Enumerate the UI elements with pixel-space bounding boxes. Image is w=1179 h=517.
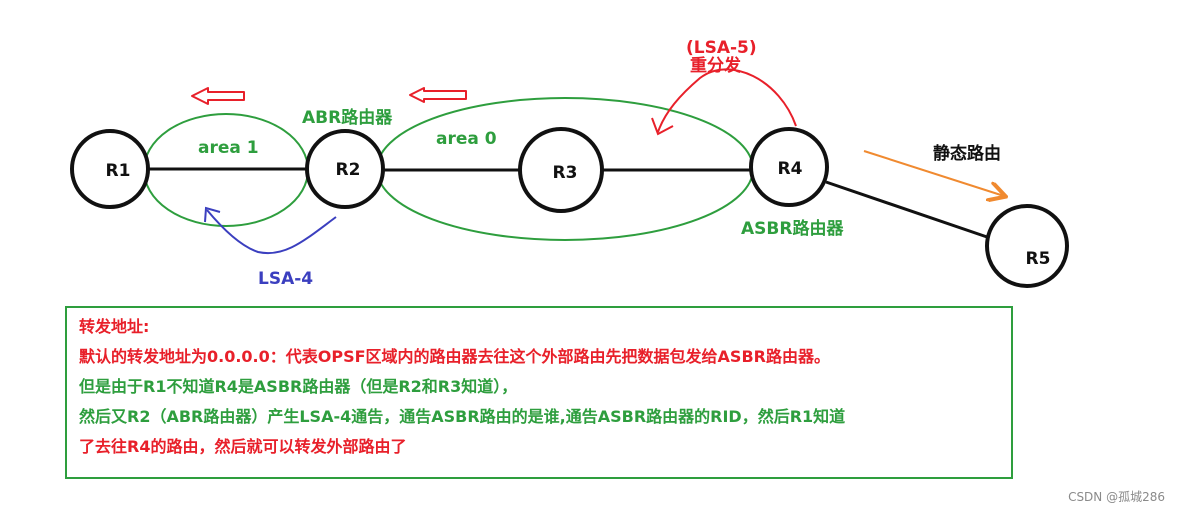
router-r5: R5 bbox=[985, 204, 1069, 288]
router-r2: R2 bbox=[305, 129, 385, 209]
area-1-label: area 1 bbox=[198, 138, 259, 158]
router-r1: R1 bbox=[70, 129, 150, 209]
router-r2-label: R2 bbox=[336, 160, 361, 180]
note-line: 但是由于R1不知道R4是ASBR路由器（但是R2和R3知道）， bbox=[79, 377, 518, 396]
forwarding-address-note: 转发地址: 默认的转发地址为0.0.0.0：代表OPSF区域内的路由器去往这个外… bbox=[65, 306, 1013, 479]
static-route-label: 静态路由 bbox=[933, 143, 1001, 164]
lsa5-arrowhead-icon bbox=[651, 117, 674, 136]
lsa4-arrowhead-icon bbox=[204, 206, 221, 223]
asbr-label: ASBR路由器 bbox=[741, 218, 844, 239]
red-left-arrow-icon bbox=[409, 87, 467, 103]
lsa4-label: LSA-4 bbox=[258, 269, 313, 289]
router-r3-label: R3 bbox=[553, 163, 578, 183]
link-r4-r5 bbox=[825, 180, 991, 240]
abr-label: ABR路由器 bbox=[302, 107, 393, 128]
lsa5-curved-arrow bbox=[657, 68, 797, 133]
watermark: CSDN @孤城286 bbox=[1068, 490, 1165, 504]
router-r5-label: R5 bbox=[1026, 249, 1051, 269]
note-line: 默认的转发地址为0.0.0.0：代表OPSF区域内的路由器去往这个外部路由先把数… bbox=[79, 347, 830, 366]
router-r1-label: R1 bbox=[106, 161, 131, 181]
static-route-arrow bbox=[863, 150, 1004, 196]
router-r4: R4 bbox=[749, 127, 829, 207]
router-r3: R3 bbox=[518, 127, 604, 213]
note-line: 转发地址: bbox=[79, 317, 150, 336]
note-line: 了去往R4的路由，然后就可以转发外部路由了 bbox=[79, 437, 407, 456]
router-r4-label: R4 bbox=[778, 159, 803, 179]
red-left-arrow-icon bbox=[191, 87, 245, 105]
area-0-label: area 0 bbox=[436, 129, 497, 149]
redistribute-label: 重分发 bbox=[690, 55, 742, 76]
lsa5-label: (LSA-5) bbox=[686, 38, 757, 58]
lsa4-curved-arrow bbox=[206, 209, 337, 255]
note-line: 然后又R2（ABR路由器）产生LSA-4通告，通告ASBR路由的是谁,通告ASB… bbox=[79, 407, 846, 426]
